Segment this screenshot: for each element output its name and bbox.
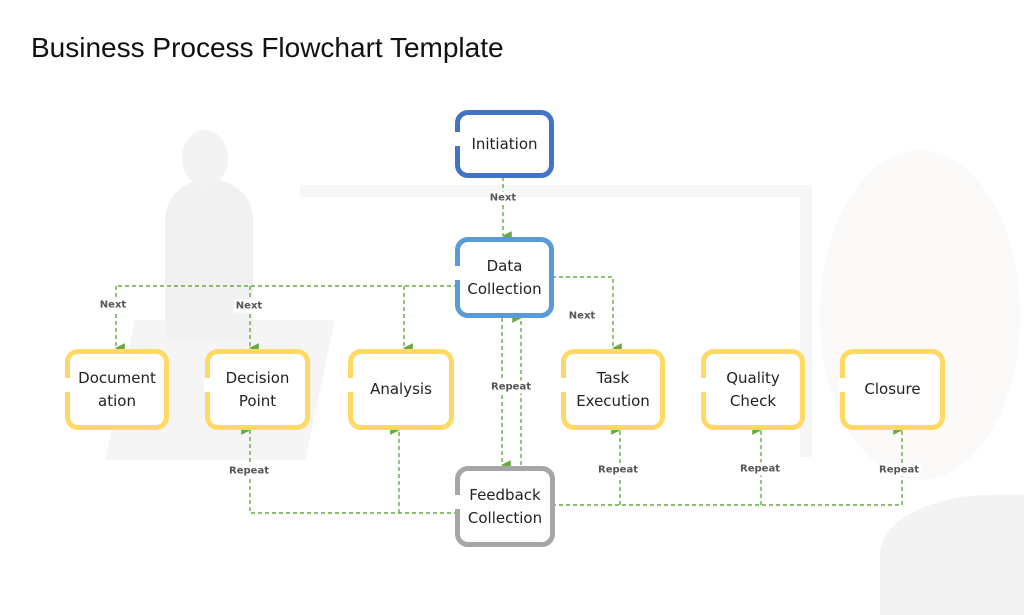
label-repeat: Repeat bbox=[738, 462, 782, 476]
node-documentation-label: Document ation bbox=[78, 368, 156, 410]
node-feedback-collection[interactable]: Feedback Collection bbox=[454, 466, 555, 547]
node-decision-point-label: Decision Point bbox=[225, 368, 290, 410]
node-analysis[interactable]: Analysis bbox=[347, 349, 454, 430]
label-repeat: Repeat bbox=[877, 463, 921, 477]
label-repeat: Repeat bbox=[596, 463, 640, 477]
page-title: Business Process Flowchart Template bbox=[31, 32, 504, 63]
node-closure-label: Closure bbox=[864, 380, 921, 398]
label-repeat: Repeat bbox=[489, 380, 533, 394]
node-initiation[interactable]: Initiation bbox=[454, 110, 554, 178]
node-analysis-label: Analysis bbox=[370, 380, 432, 398]
node-feedback-collection-label: Feedback Collection bbox=[467, 485, 543, 527]
node-task-execution-label: Task Execution bbox=[576, 368, 650, 410]
node-task-execution[interactable]: Task Execution bbox=[560, 349, 665, 430]
node-quality-check-label: Quality Check bbox=[726, 368, 780, 410]
label-next: Next bbox=[487, 191, 519, 205]
node-documentation[interactable]: Document ation bbox=[64, 349, 169, 430]
node-initiation-label: Initiation bbox=[471, 134, 538, 153]
label-next: Next bbox=[233, 299, 265, 313]
label-next: Next bbox=[97, 298, 129, 312]
label-next: Next bbox=[566, 309, 598, 323]
connector-to-task bbox=[552, 276, 622, 353]
node-decision-point[interactable]: Decision Point bbox=[204, 349, 310, 430]
node-quality-check[interactable]: Quality Check bbox=[700, 349, 805, 430]
node-data-collection-label: Data Collection bbox=[467, 256, 542, 298]
connector-feedback-left-bus bbox=[241, 425, 458, 514]
node-data-collection[interactable]: Data Collection bbox=[454, 237, 554, 318]
node-closure[interactable]: Closure bbox=[839, 349, 945, 430]
label-repeat: Repeat bbox=[227, 464, 271, 478]
